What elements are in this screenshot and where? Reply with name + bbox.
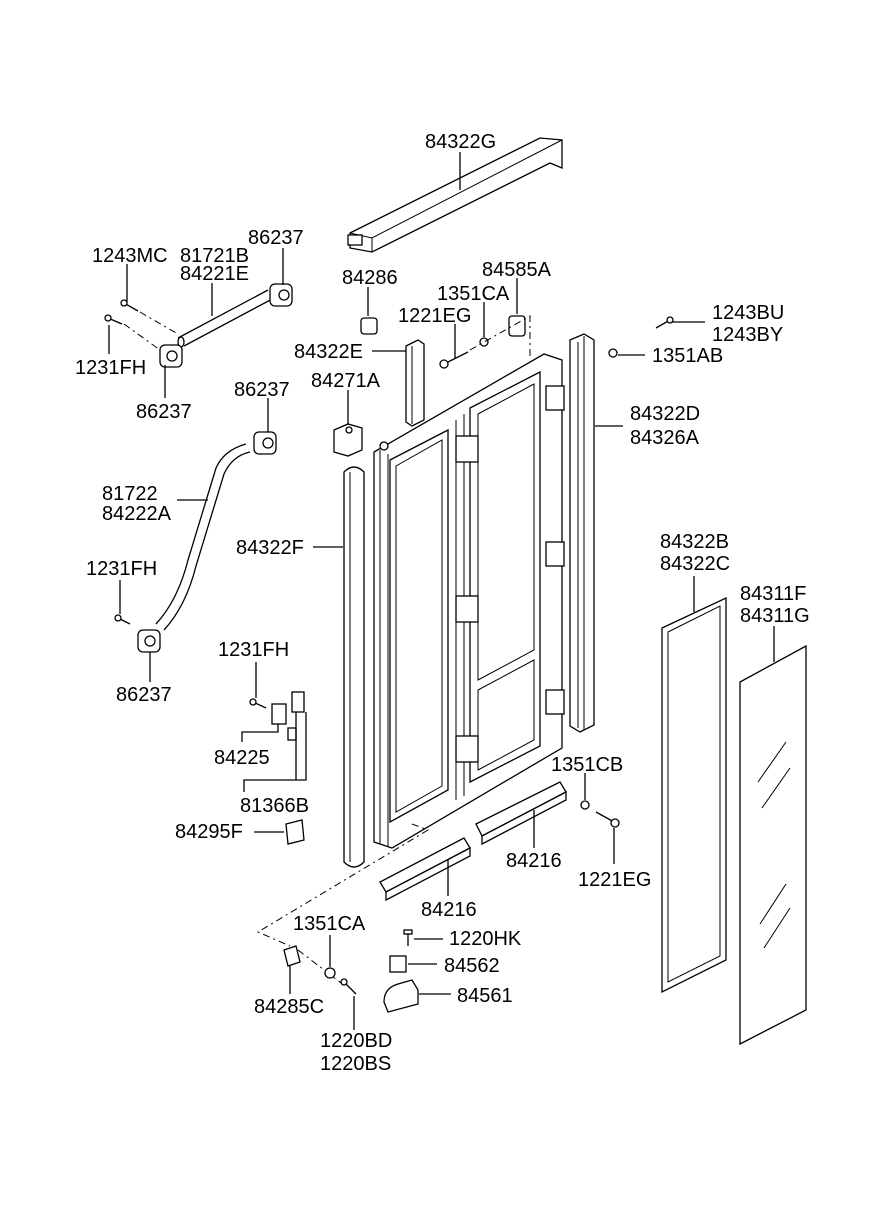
part-1220bd-bolt xyxy=(340,978,357,995)
label-84322d: 84322D xyxy=(630,403,700,425)
part-84286-cap xyxy=(360,317,378,335)
label-84311g: 84311G xyxy=(740,605,810,627)
part-84562-clip xyxy=(389,955,407,973)
label-1243bu: 1243BU xyxy=(712,302,784,324)
label-84326a: 84326A xyxy=(630,427,700,449)
part-1243bu-screw xyxy=(655,316,674,329)
part-84295f-pad xyxy=(285,819,305,845)
label-84286: 84286 xyxy=(342,267,398,289)
part-84322d-channel xyxy=(569,333,595,733)
label-1351ca-a: 1351CA xyxy=(437,283,510,305)
part-1351ab-washer xyxy=(608,348,618,358)
part-81366b-strip xyxy=(291,691,305,713)
label-84322f: 84322F xyxy=(236,537,304,559)
part-84311f-glass xyxy=(739,644,807,1046)
label-84295f: 84295F xyxy=(175,821,243,843)
label-1351ca-b: 1351CA xyxy=(293,913,366,935)
part-86237-bracket-lower xyxy=(159,344,183,368)
part-1231fh-screw-a xyxy=(104,314,123,325)
label-84561: 84561 xyxy=(457,985,513,1007)
part-1221eg-screw-a xyxy=(439,351,469,369)
part-86237-bracket-top xyxy=(269,283,293,307)
label-84562: 84562 xyxy=(444,955,500,977)
label-86237-lower: 86237 xyxy=(136,401,192,423)
label-1221eg-a: 1221EG xyxy=(398,305,471,327)
part-1231fh-screw-b xyxy=(114,614,131,625)
part-84271a-cap xyxy=(333,423,363,457)
part-84216-track-left xyxy=(379,837,471,902)
label-1231fh-c: 1231FH xyxy=(218,639,289,661)
part-1351cb-washer xyxy=(580,800,590,810)
label-1243by: 1243BY xyxy=(712,324,783,346)
label-84322e: 84322E xyxy=(294,341,363,363)
label-1231fh-b: 1231FH xyxy=(86,558,157,580)
part-84285c-block xyxy=(283,945,301,967)
label-1221eg-b: 1221EG xyxy=(578,869,651,891)
label-81722: 81722 xyxy=(102,483,158,505)
label-84322b: 84322B xyxy=(660,531,729,553)
part-84322b-gasket-frame xyxy=(661,596,727,994)
label-1351ab: 1351AB xyxy=(652,345,723,367)
label-1351cb: 1351CB xyxy=(551,754,623,776)
label-84322g: 84322G xyxy=(425,131,496,153)
label-84285c: 84285C xyxy=(254,996,324,1018)
label-1243mc: 1243MC xyxy=(92,245,168,267)
label-86237-bottom: 86237 xyxy=(116,684,172,706)
part-1243mc-screw xyxy=(120,299,139,312)
label-84585a: 84585A xyxy=(482,259,552,281)
part-door-frame-main xyxy=(373,353,565,849)
part-84322f-tube xyxy=(343,466,365,868)
label-84225: 84225 xyxy=(214,747,270,769)
label-84271a: 84271A xyxy=(311,370,381,392)
label-1220bd: 1220BD xyxy=(320,1030,392,1052)
label-86237-mid: 86237 xyxy=(234,379,290,401)
part-84216-track-right xyxy=(475,781,567,846)
label-84216-b: 84216 xyxy=(421,899,477,921)
part-1221eg-screw-b xyxy=(595,811,620,828)
part-81722-bent-rod xyxy=(155,443,251,631)
label-84322c: 84322C xyxy=(660,553,730,575)
label-86237-top: 86237 xyxy=(248,227,304,249)
label-84222a: 84222A xyxy=(102,503,172,525)
label-1220hk: 1220HK xyxy=(449,928,522,950)
part-84225-bracket xyxy=(271,703,297,741)
part-84585a-block xyxy=(508,315,526,337)
label-1231fh-a: 1231FH xyxy=(75,357,146,379)
part-1231fh-screw-c xyxy=(249,698,267,709)
part-84322g-top-rail xyxy=(347,137,563,253)
label-1220bs: 1220BS xyxy=(320,1053,391,1075)
part-1351ca-washer-b xyxy=(324,967,336,979)
part-rod-81721b xyxy=(177,289,275,348)
part-84322e-upright xyxy=(405,339,425,427)
label-84311f: 84311F xyxy=(740,583,806,605)
label-81721b: 81721B xyxy=(180,245,249,267)
label-84216-a: 84216 xyxy=(506,850,562,872)
label-84221e: 84221E xyxy=(180,263,249,285)
part-84561-guide xyxy=(383,979,419,1013)
part-86237-bracket-bottom xyxy=(137,629,161,653)
label-81366b: 81366B xyxy=(240,795,309,817)
part-1351ca-washer-a xyxy=(479,337,489,347)
part-86237-bracket-mid xyxy=(253,431,277,455)
part-1220hk-screw xyxy=(403,929,413,946)
